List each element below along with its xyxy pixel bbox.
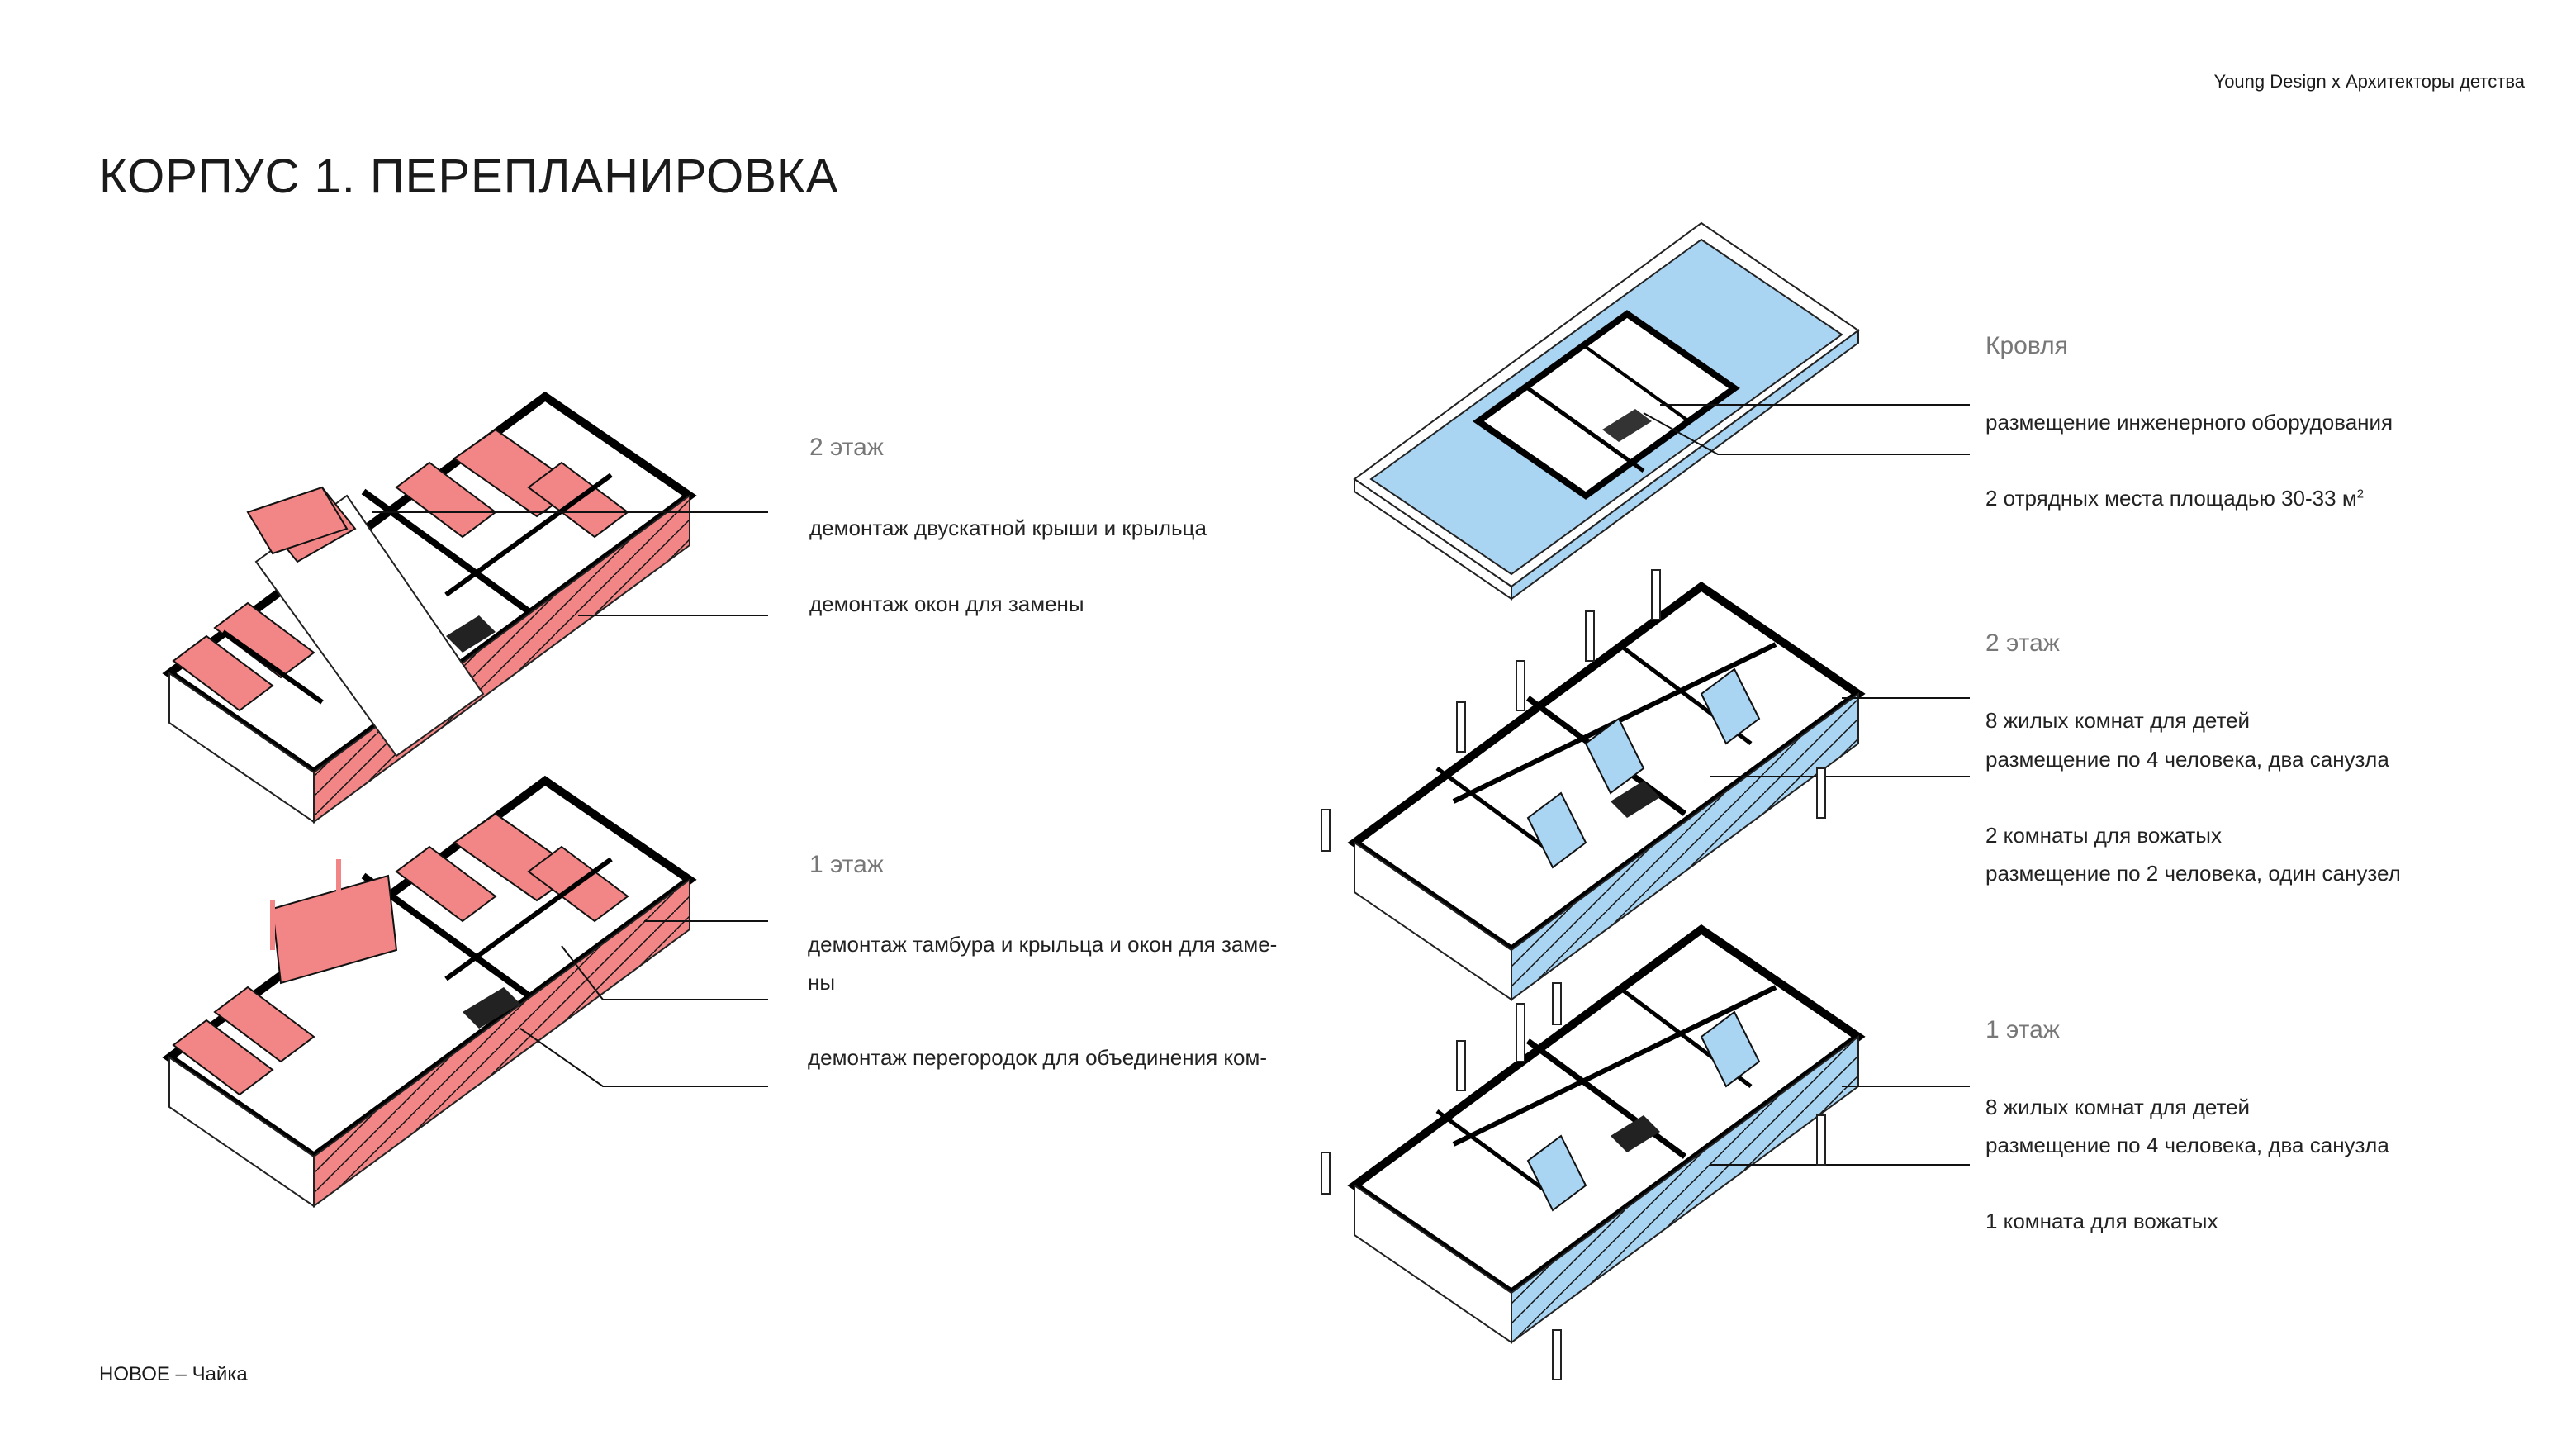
footer-project-name: НОВОЕ – Чайка [99,1363,248,1385]
new-floor1-note-2: размещение по 4 человека, два санузла [1985,1133,2389,1157]
roof-note-1: размещение инженерного оборудования [1985,410,2393,435]
demolition-floor1-note-3: демонтаж перегородок для объединения ком… [808,1045,1268,1070]
new-floor1-drawing [1347,924,1970,1344]
window-columns [1321,569,1826,1380]
demolition-floor1-note-2: ны [808,970,836,995]
new-floor2-label: 2 этаж [1985,629,2060,657]
new-floor2-note-1: 8 жилых комнат для детей [1985,708,2251,733]
demolition-floor2-drawing [162,391,768,824]
new-floor2-drawing [1347,581,1970,1001]
new-floor1-note-3: 1 комната для вожатых [1985,1209,2218,1233]
demolition-floor2-note-2: демонтаж окон для замены [809,591,1084,616]
demolition-floor1-note-1: демонтаж тамбура и крыльца и окон для за… [808,932,1278,957]
roof-drawing [1353,221,1970,601]
roof-label: Кровля [1985,332,2068,359]
demolition-floor1-label: 1 этаж [809,851,884,878]
new-floor2-note-4: размещение по 2 человека, один санузел [1985,861,2401,886]
roof-note-2-text: 2 отрядных места площадью 30-33 м [1985,486,2357,511]
new-floor1-note-1: 8 жилых комнат для детей [1985,1095,2251,1119]
demolition-floor2-label: 2 этаж [809,434,884,461]
demolition-floor1-drawing [162,775,768,1208]
roof-note-2-sup: 2 [2356,487,2365,501]
brand-credit: Young Design x Архитекторы детства [2213,71,2525,92]
new-floor2-note-2: размещение по 4 человека, два санузла [1985,747,2389,772]
new-floor2-note-3: 2 комнаты для вожатых [1985,823,2222,848]
demolition-floor2-note-1: демонтаж двускатной крыши и крыльца [809,515,1207,540]
page-title: КОРПУС 1. ПЕРЕПЛАНИРОВКА [99,150,839,203]
roof-note-2: 2 отрядных места площадью 30-33 м2 [1985,486,2364,511]
new-floor1-label: 1 этаж [1985,1016,2060,1043]
